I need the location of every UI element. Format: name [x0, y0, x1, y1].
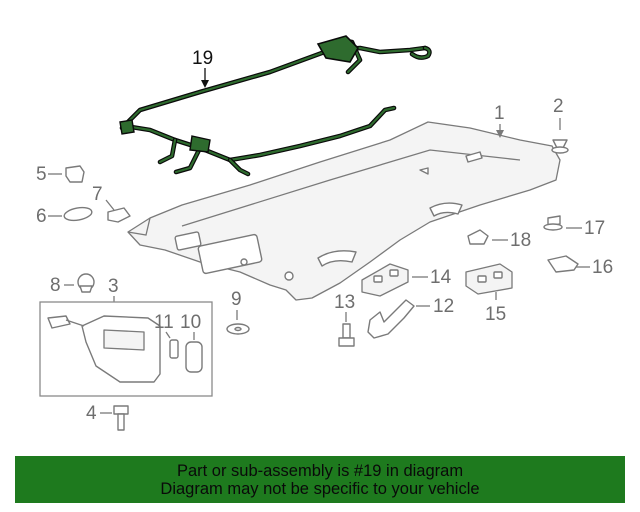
- callout-17: 17: [584, 218, 605, 239]
- callout-9: 9: [231, 289, 242, 310]
- banner-line-2: Diagram may not be specific to your vehi…: [160, 479, 480, 498]
- callout-12: 12: [433, 296, 454, 317]
- callout-4: 4: [86, 403, 97, 424]
- callout-13: 13: [334, 292, 355, 313]
- callout-1: 1: [494, 103, 505, 124]
- insert-part-11[interactable]: [169, 339, 179, 359]
- clip-part-17[interactable]: [543, 215, 563, 231]
- callout-5: 5: [36, 164, 47, 185]
- callout-16: 16: [592, 257, 613, 278]
- wiring-harness-part[interactable]: [119, 35, 432, 177]
- mirror-cover-part-10[interactable]: [185, 341, 203, 373]
- callout-11: 11: [154, 312, 174, 333]
- callout-2: 2: [553, 96, 564, 117]
- screw-part-4[interactable]: [113, 405, 129, 431]
- bracket-part-18[interactable]: [467, 229, 489, 245]
- callout-6: 6: [36, 206, 47, 227]
- callout-19: 19: [192, 48, 213, 69]
- bolt-part-13[interactable]: [338, 323, 355, 347]
- grommet-part-9[interactable]: [226, 323, 250, 335]
- console-part-15[interactable]: [465, 263, 513, 295]
- headliner-part[interactable]: [127, 121, 561, 301]
- cover-part-6[interactable]: [63, 206, 93, 223]
- callout-10: 10: [180, 312, 201, 333]
- fastener-part-8[interactable]: [77, 273, 95, 293]
- callout-18: 18: [510, 230, 531, 251]
- callout-14: 14: [430, 267, 452, 288]
- banner-line-1: Part or sub-assembly is #19 in diagram: [176, 461, 464, 480]
- sun-visor-part-3[interactable]: [47, 315, 161, 383]
- lamp-part-14[interactable]: [361, 263, 409, 297]
- info-banner: Part or sub-assembly is #19 in diagram D…: [15, 456, 625, 503]
- retainer-part-5[interactable]: [65, 165, 85, 183]
- bracket-part-7[interactable]: [107, 207, 131, 223]
- callout-3: 3: [108, 276, 119, 297]
- callout-15: 15: [485, 304, 506, 325]
- sensor-part-16[interactable]: [547, 255, 579, 273]
- callout-8: 8: [50, 275, 61, 296]
- assist-handle-part-12[interactable]: [367, 299, 415, 339]
- clip-part-2[interactable]: [551, 139, 569, 154]
- callout-7: 7: [92, 184, 103, 205]
